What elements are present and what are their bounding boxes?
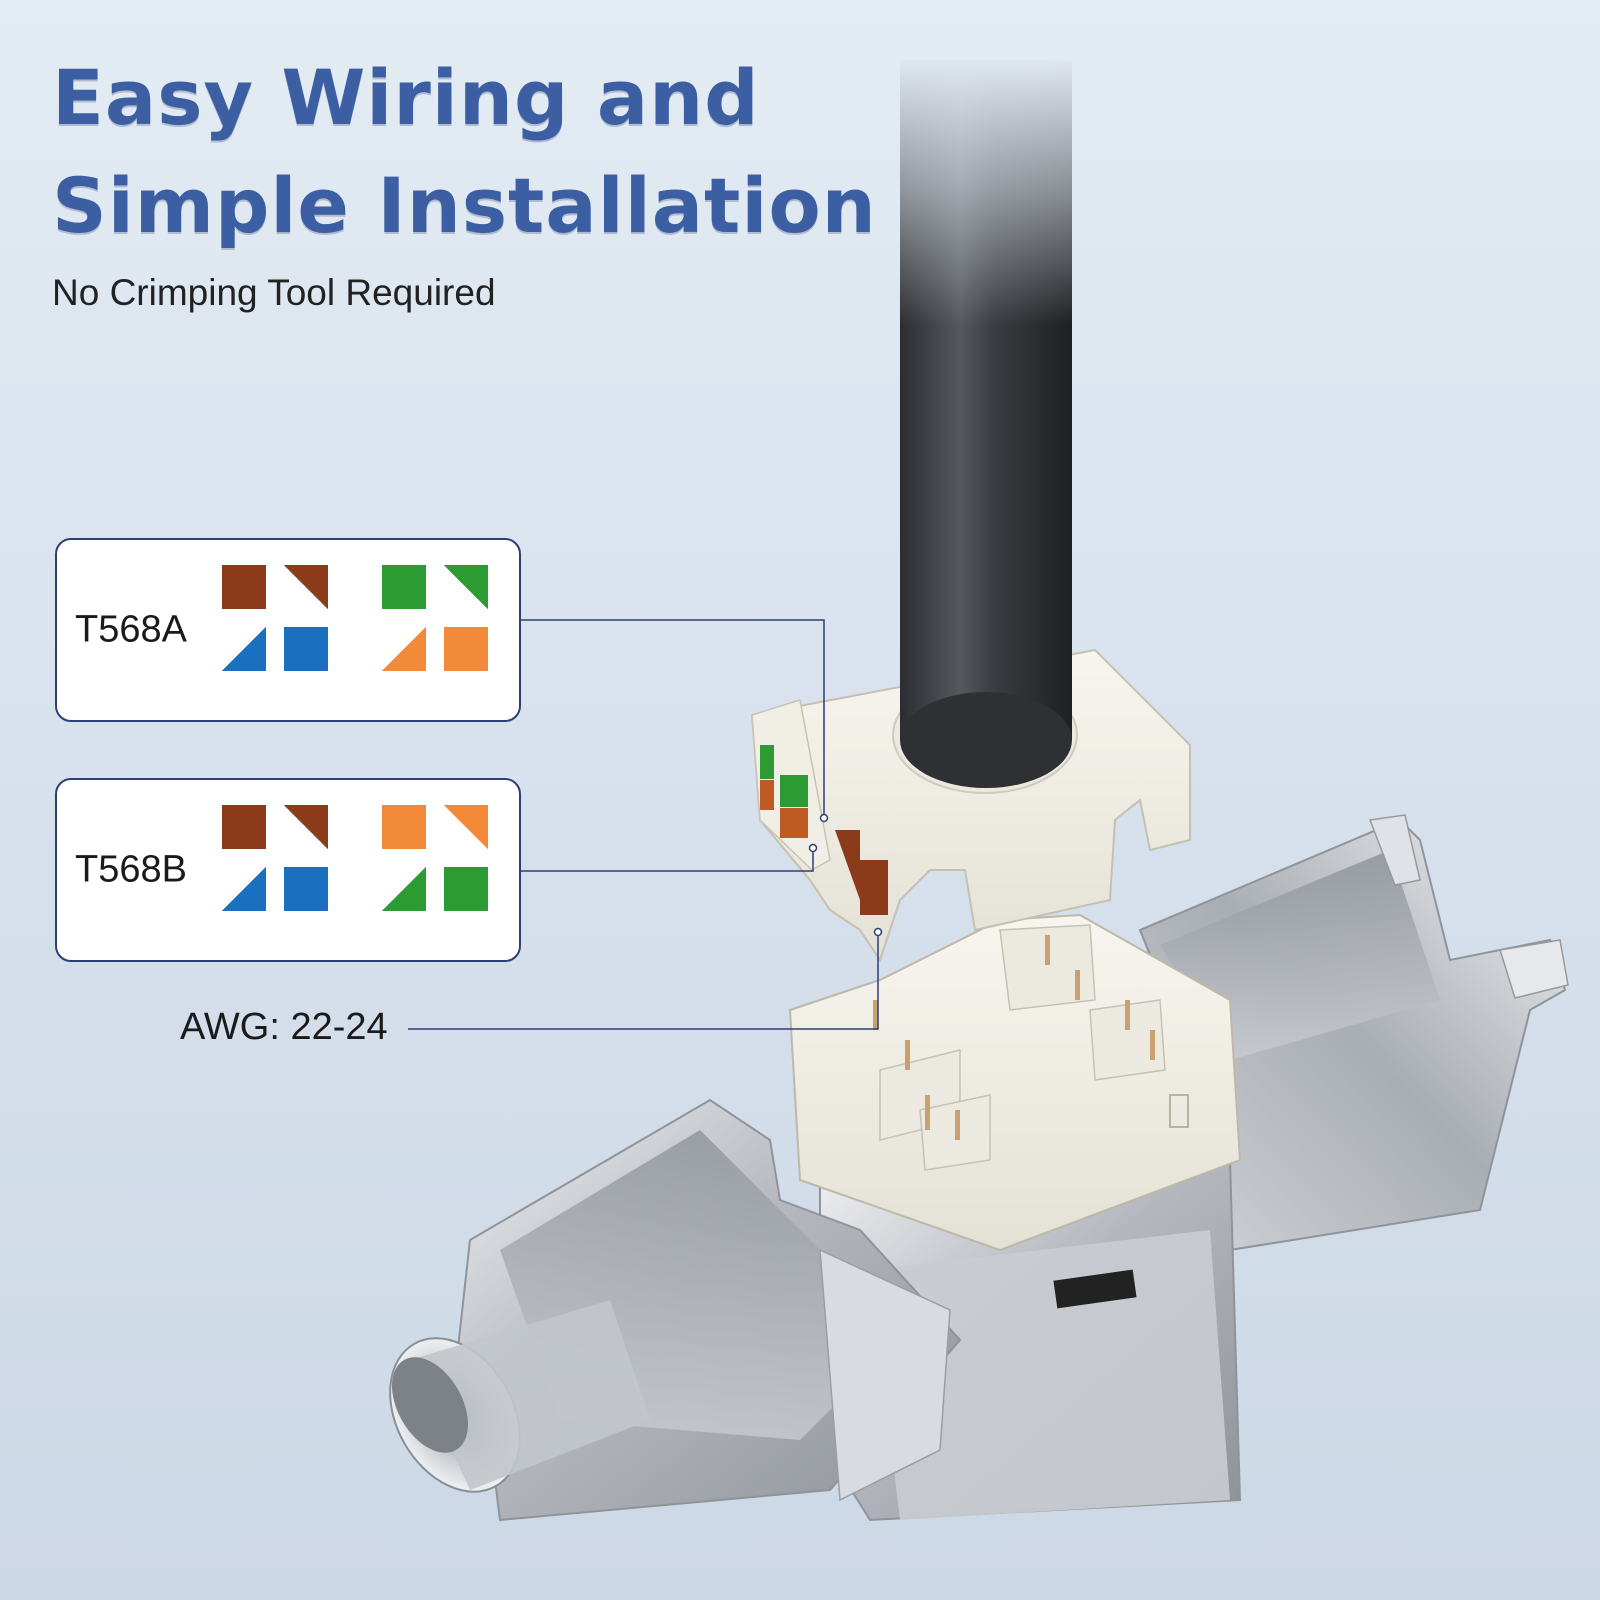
left-shield-shell [389, 1098, 962, 1522]
awg-label: AWG: 22-24 [180, 1006, 388, 1048]
wire-swatch-striped [444, 805, 488, 849]
callout-dot-t568a [819, 813, 829, 823]
wire-swatch-striped [222, 627, 266, 671]
wire-swatch-solid [284, 867, 328, 911]
cable-manager-cap [750, 620, 1191, 963]
wire-swatch-solid [222, 565, 266, 609]
wire-swatch-solid [382, 565, 426, 609]
callout-lines [408, 619, 879, 1030]
headline-line-2: Simple Installation [52, 161, 877, 250]
wire-swatch-solid [222, 805, 266, 849]
keystone-jack-body [788, 913, 1242, 1252]
wiring-label-t568b: T568B [75, 848, 187, 891]
wire-swatch-solid [284, 627, 328, 671]
wire-swatch-solid [444, 627, 488, 671]
wire-swatch-striped [382, 627, 426, 671]
headline: Easy Wiring and Simple Installation [52, 44, 877, 260]
cap-color-codes [760, 745, 888, 915]
headline-line-1: Easy Wiring and [52, 53, 760, 142]
wire-swatch-striped [382, 867, 426, 911]
subheading: No Crimping Tool Required [52, 272, 496, 313]
wire-swatch-solid [444, 867, 488, 911]
callout-line-t568a [521, 619, 825, 818]
wire-swatch-striped [284, 565, 328, 609]
wiring-card-t568b: T568B [55, 778, 521, 962]
callout-line-t568b [521, 848, 814, 872]
callout-dot-awg [873, 927, 883, 937]
callout-dot-t568b [808, 843, 818, 853]
wire-swatch-striped [222, 867, 266, 911]
wire-swatch-striped [284, 805, 328, 849]
wire-swatch-striped [444, 565, 488, 609]
wiring-card-t568a: T568A [55, 538, 521, 722]
callout-line-awg [408, 932, 879, 1030]
wire-swatch-solid [382, 805, 426, 849]
wiring-label-t568a: T568A [75, 608, 187, 651]
